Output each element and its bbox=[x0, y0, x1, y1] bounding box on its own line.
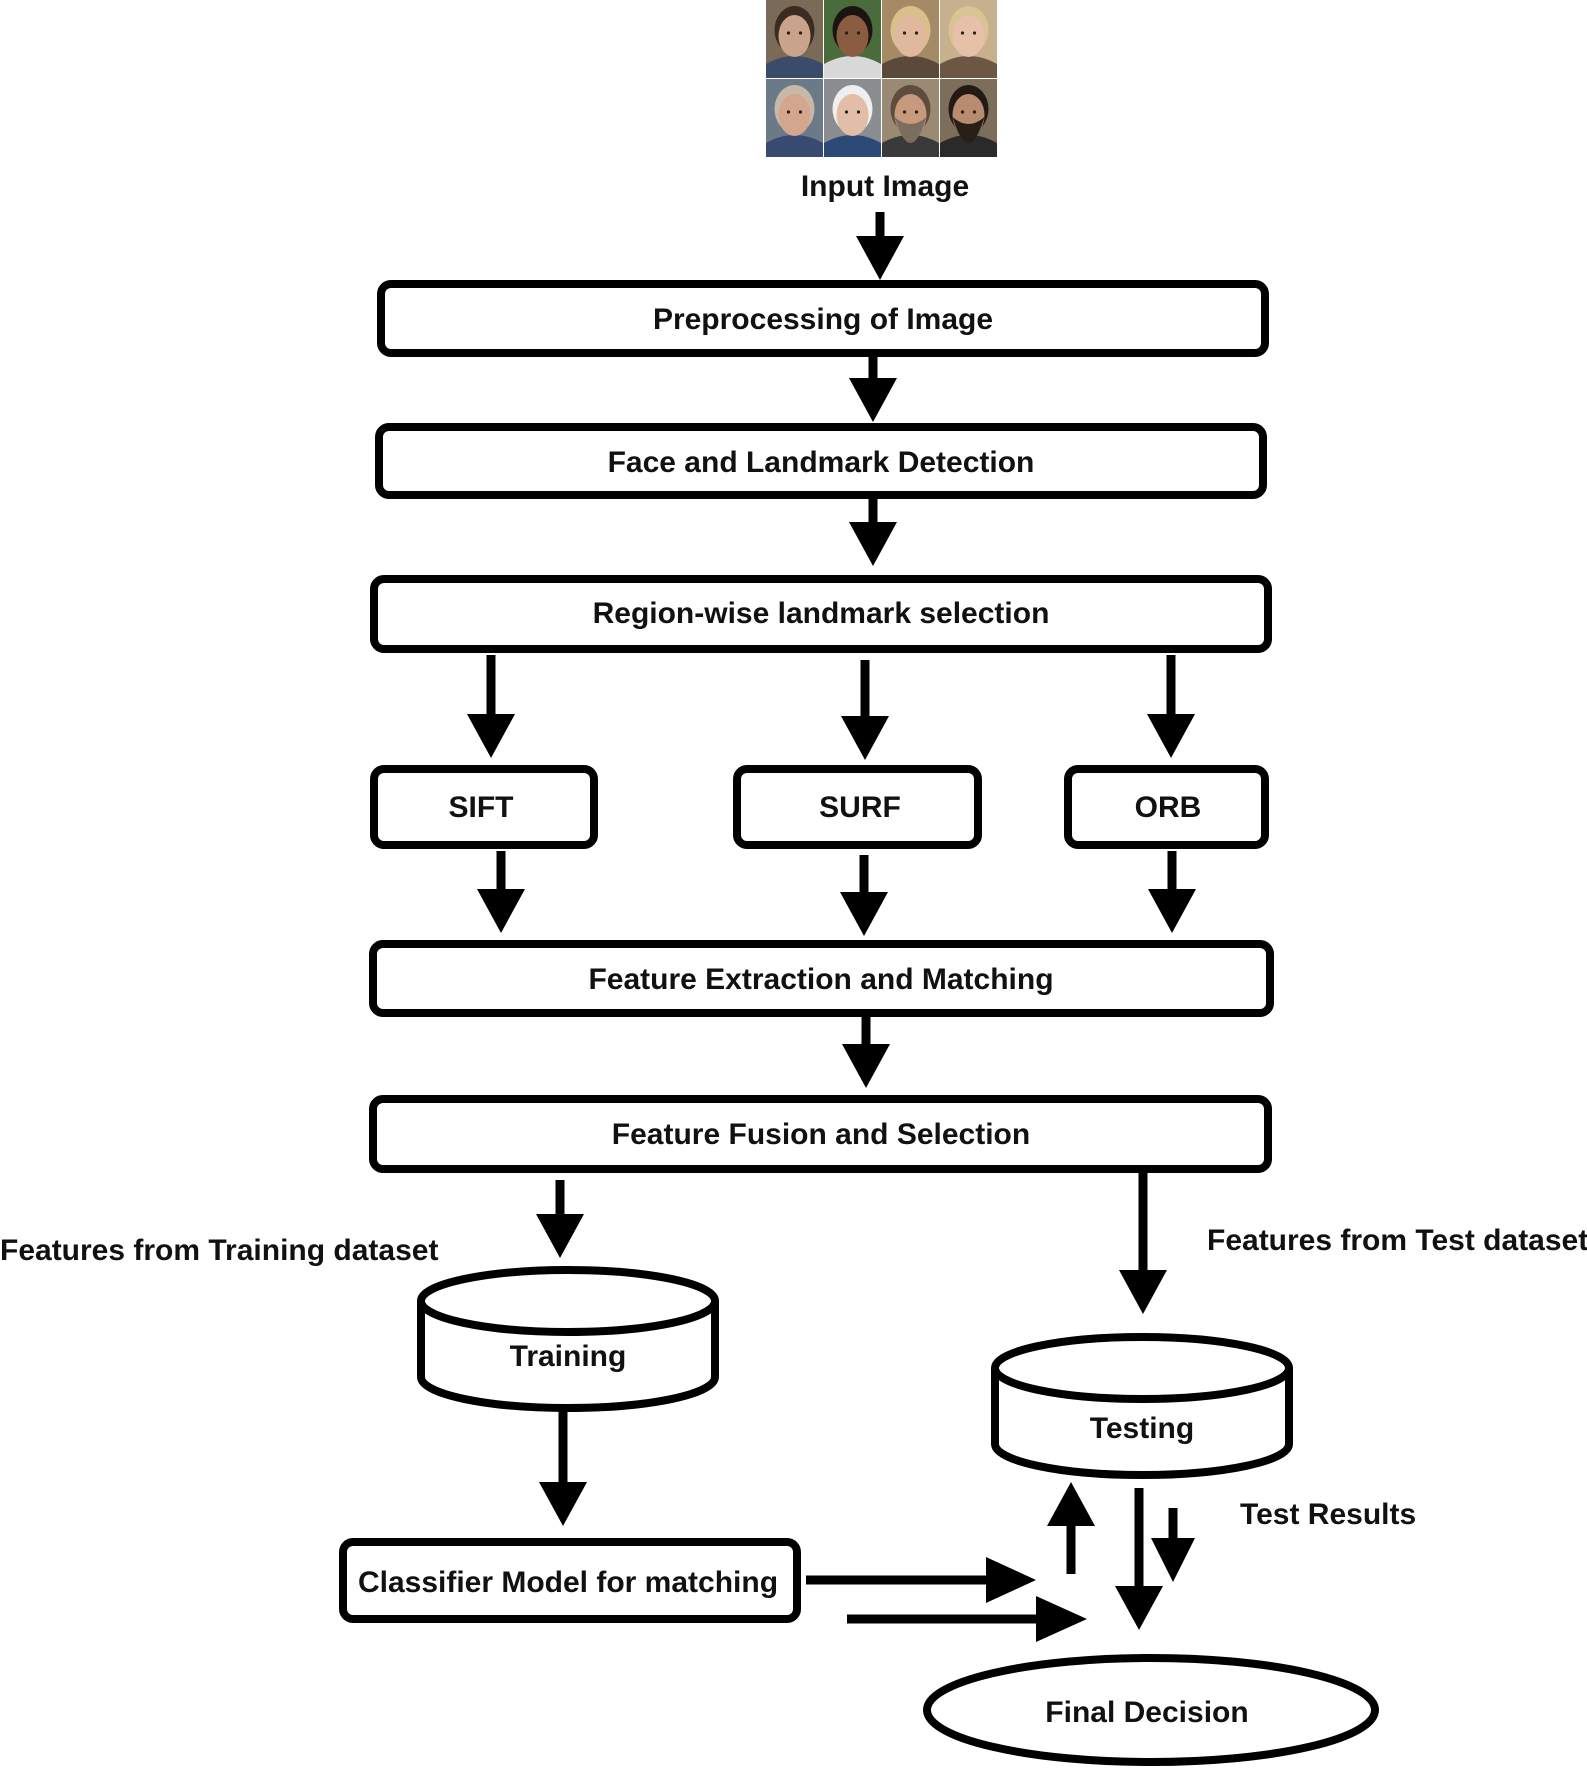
arrow-surf-to-extraction bbox=[840, 855, 888, 936]
surf-box: SURF bbox=[733, 765, 982, 849]
arrow-sift-to-extraction bbox=[477, 851, 525, 933]
input-face-thumbnails bbox=[766, 0, 997, 157]
orb-label: ORB bbox=[1135, 791, 1202, 824]
arrow-detection-to-region bbox=[849, 498, 897, 566]
arrow-test-results bbox=[1151, 1508, 1195, 1582]
arrow-region-to-orb bbox=[1147, 655, 1195, 758]
arrow-fusion-to-training bbox=[536, 1180, 584, 1258]
face-thumbnail bbox=[824, 0, 881, 78]
arrow-preprocessing-to-detection bbox=[849, 356, 897, 422]
preprocessing-label: Preprocessing of Image bbox=[653, 303, 993, 336]
arrow-classifier-to-testing-feedback bbox=[806, 1557, 1036, 1603]
face-thumbnail bbox=[882, 0, 939, 78]
face-thumbnail bbox=[882, 79, 939, 157]
test-results-label: Test Results bbox=[1240, 1498, 1416, 1531]
feature-fusion-label: Feature Fusion and Selection bbox=[612, 1118, 1030, 1151]
surf-label: SURF bbox=[819, 791, 901, 824]
face-thumbnail bbox=[940, 79, 997, 157]
input-image-label: Input Image bbox=[801, 170, 969, 203]
arrow-testing-to-final-decision bbox=[1115, 1488, 1163, 1630]
face-thumbnail bbox=[766, 79, 823, 157]
region-selection-label: Region-wise landmark selection bbox=[593, 597, 1050, 630]
arrow-up-to-testing bbox=[1047, 1482, 1095, 1574]
classifier-label: Classifier Model for matching bbox=[358, 1566, 778, 1599]
final-decision-label: Final Decision bbox=[1045, 1696, 1248, 1729]
sift-box: SIFT bbox=[370, 765, 598, 849]
orb-box: ORB bbox=[1064, 765, 1269, 849]
face-thumbnail bbox=[824, 79, 881, 157]
feature-extraction-box: Feature Extraction and Matching bbox=[369, 940, 1274, 1017]
training-features-label: Features from Training dataset bbox=[0, 1234, 438, 1267]
face-landmark-detection-box: Face and Landmark Detection bbox=[375, 423, 1267, 499]
face-thumbnail bbox=[940, 0, 997, 78]
sift-label: SIFT bbox=[449, 791, 514, 824]
region-selection-box: Region-wise landmark selection bbox=[370, 575, 1272, 653]
arrow-region-to-surf bbox=[841, 660, 889, 760]
feature-extraction-label: Feature Extraction and Matching bbox=[588, 963, 1053, 996]
final-decision-ellipse: Final Decision bbox=[923, 1654, 1379, 1766]
arrow-extraction-to-fusion bbox=[842, 1017, 890, 1088]
arrow-classifier-to-final-decision bbox=[847, 1596, 1087, 1642]
arrow-input-to-preprocessing bbox=[856, 212, 904, 280]
training-label: Training bbox=[510, 1340, 627, 1373]
arrow-region-to-sift bbox=[467, 655, 515, 758]
test-features-label: Features from Test dataset bbox=[1207, 1224, 1587, 1257]
arrow-fusion-to-testing bbox=[1119, 1172, 1167, 1314]
testing-database-cylinder: Testing bbox=[991, 1333, 1293, 1479]
training-database-cylinder: Training bbox=[417, 1266, 719, 1412]
preprocessing-box: Preprocessing of Image bbox=[377, 280, 1269, 357]
arrow-orb-to-extraction bbox=[1148, 851, 1196, 933]
face-thumbnail bbox=[766, 0, 823, 78]
classifier-model-box: Classifier Model for matching bbox=[339, 1538, 801, 1623]
arrow-training-to-classifier bbox=[539, 1408, 587, 1526]
feature-fusion-box: Feature Fusion and Selection bbox=[369, 1095, 1272, 1173]
testing-label: Testing bbox=[1090, 1412, 1194, 1445]
face-landmark-label: Face and Landmark Detection bbox=[608, 446, 1035, 479]
